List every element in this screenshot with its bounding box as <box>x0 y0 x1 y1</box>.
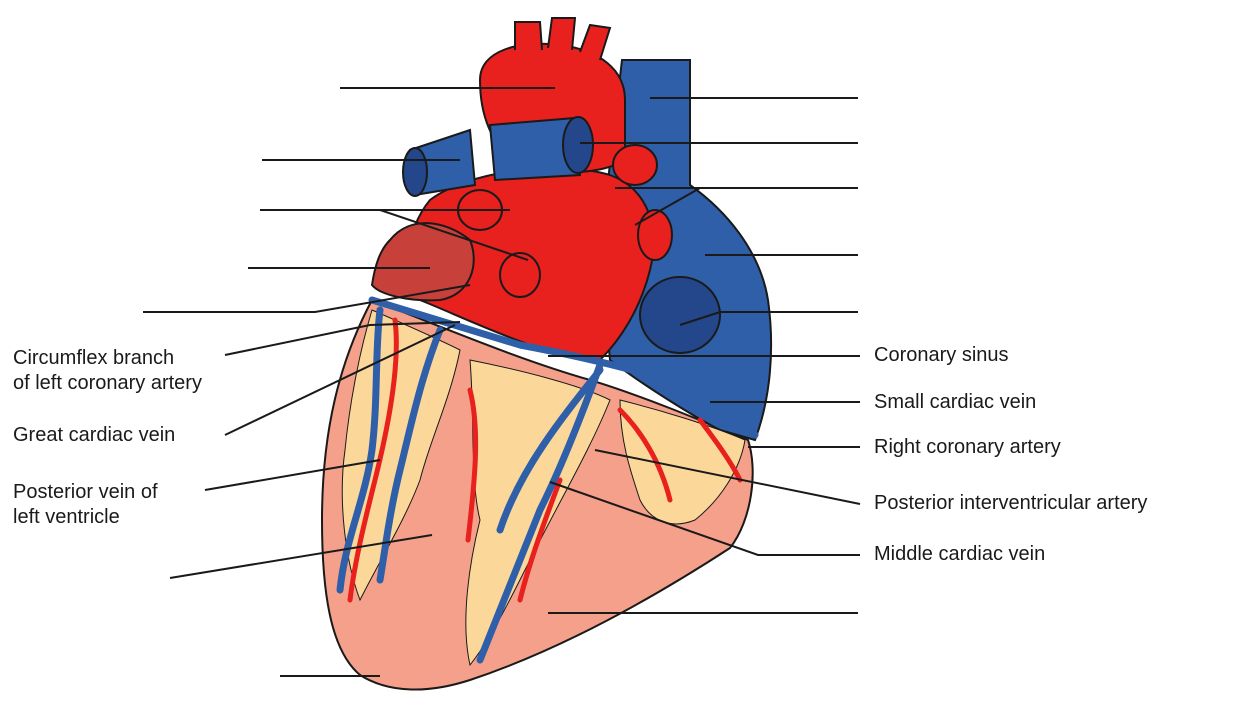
left-auricle <box>372 223 474 300</box>
pulmonary-vein-right-opening <box>563 117 593 173</box>
label-small-cardiac-vein: Small cardiac vein <box>874 390 1036 415</box>
label-great-cardiac-vein: Great cardiac vein <box>13 423 175 448</box>
label-circumflex-branch: Circumflex branch of left coronary arter… <box>13 346 202 396</box>
label-posterior-vein-line1: Posterior vein of <box>13 480 158 505</box>
vessel-opening-4 <box>638 210 672 260</box>
vessel-opening-3 <box>613 145 657 185</box>
vessel-opening-2 <box>500 253 540 297</box>
label-posterior-vein-line2: left ventricle <box>13 505 158 530</box>
label-coronary-sinus: Coronary sinus <box>874 343 1009 368</box>
label-middle-cardiac-vein: Middle cardiac vein <box>874 542 1045 567</box>
label-posterior-interventricular-artery: Posterior interventricular artery <box>874 491 1147 516</box>
label-right-coronary-artery: Right coronary artery <box>874 435 1061 460</box>
label-posterior-vein-left-ventricle: Posterior vein of left ventricle <box>13 480 158 530</box>
label-circumflex-line1: Circumflex branch <box>13 346 202 371</box>
label-circumflex-line2: of left coronary artery <box>13 371 202 396</box>
pulmonary-vein-left-opening <box>403 148 427 196</box>
